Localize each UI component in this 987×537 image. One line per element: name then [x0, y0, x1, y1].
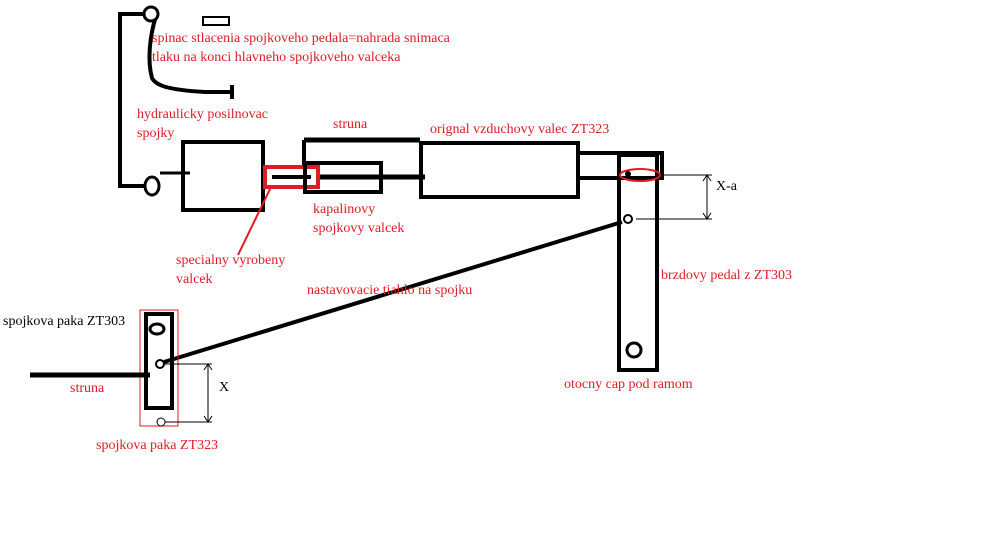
fluid-cylinder-label-line1: kapalinovy	[313, 202, 375, 217]
switch-label-line2: tlaku na konci hlavneho spojkoveho valce…	[152, 50, 401, 65]
fluid-cylinder-label-line2: spojkovy valcek	[313, 221, 404, 236]
air-cylinder-pin	[625, 171, 631, 177]
dimension-x-a-label: X-a	[716, 179, 738, 194]
special-cylinder-highlight	[263, 165, 320, 189]
air-cylinder-body	[419, 141, 580, 199]
brake-pedal-label: brzdovy pedal z ZT303	[661, 268, 792, 283]
special-cylinder-pointer	[237, 186, 272, 256]
clutch-lever-zt323-pin	[156, 417, 166, 427]
booster-label-line2: spojky	[137, 126, 174, 141]
pedal-pivot-hole	[625, 341, 643, 359]
adjusting-rod	[163, 220, 623, 364]
string-top-label: struna	[333, 117, 368, 132]
pivot-label: otocny cap pod ramom	[564, 377, 693, 392]
clutch-lever-rod-pin	[155, 359, 165, 369]
hose-fitting-circle	[143, 175, 161, 197]
special-cylinder-label-line1: specialny vyrobeny	[176, 253, 285, 268]
rod-attach-pin	[623, 214, 633, 224]
air-cylinder-pin-highlight	[619, 168, 661, 182]
rod-label: nastavovacie tiahlo na spojku	[307, 283, 472, 298]
clutch-lever-zt323-label: spojkova paka ZT323	[96, 438, 218, 453]
pedal-switch-icon	[202, 16, 230, 26]
dimension-x	[165, 363, 213, 423]
clutch-lever-zt303-label: spojkova paka ZT303	[3, 314, 125, 329]
dimension-x-label: X	[219, 380, 229, 395]
string-bottom-label: struna	[70, 381, 105, 396]
dimension-x-a	[636, 174, 712, 220]
switch-cable	[147, 15, 232, 94]
special-cylinder-label-line2: valcek	[176, 272, 213, 287]
booster-label-line1: hydraulicky posilnovac	[137, 107, 268, 122]
clutch-lever-top-hole	[148, 322, 166, 336]
brake-pedal-arm	[617, 153, 659, 372]
hydraulic-booster-body	[181, 140, 265, 212]
hydraulic-hose	[118, 12, 149, 188]
switch-label-line1: spinac stlacenia spojkoveho pedala=nahra…	[152, 31, 451, 46]
switch-pivot-circle	[142, 5, 160, 23]
clutch-lever-zt303-body	[144, 312, 174, 410]
hydraulic-line-loop	[118, 12, 234, 188]
air-cylinder-label: orignal vzduchovy valec ZT323	[430, 122, 609, 137]
